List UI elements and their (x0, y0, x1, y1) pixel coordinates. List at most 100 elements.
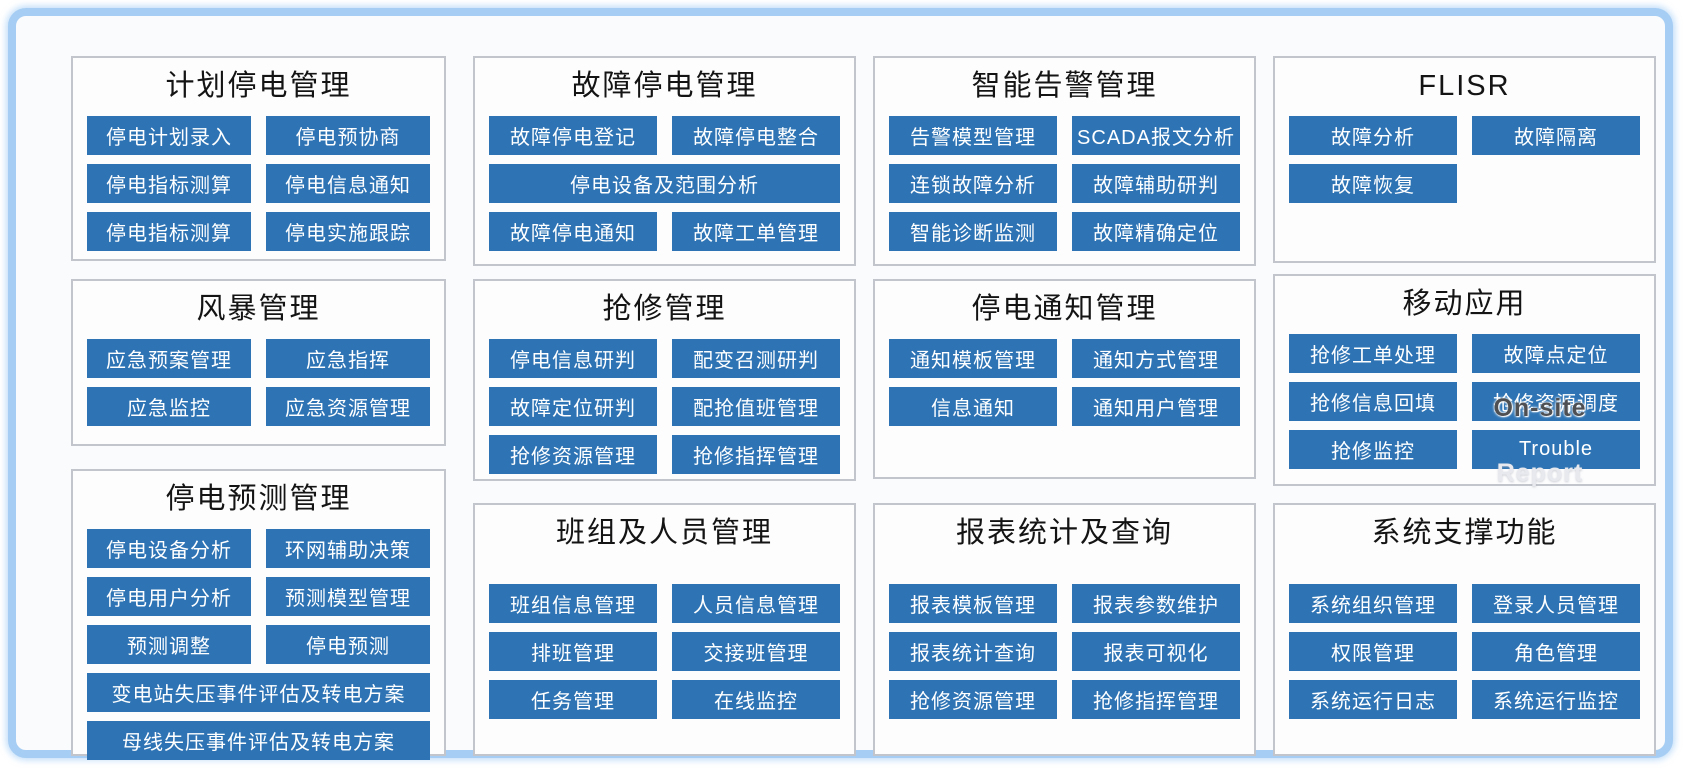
module-button-grid: 抢修工单处理故障点定位抢修信息回填抢修资源调度抢修监控 Trouble (1275, 334, 1654, 470)
panel-planned-outage-mgmt: 计划停电管理停电计划录入停电预协商停电指标测算停电信息通知停电指标测算停电实施跟… (71, 56, 446, 261)
module-button[interactable]: 故障定位研判 (489, 387, 657, 427)
module-button-grid: 系统组织管理登录人员管理权限管理角色管理系统运行日志系统运行监控 (1275, 584, 1654, 720)
panel-repair-mgmt: 抢修管理停电信息研判配变召测研判故障定位研判配抢值班管理抢修资源管理抢修指挥管理 (473, 279, 856, 481)
module-button-grid: 通知模板管理通知方式管理信息通知通知用户管理 (875, 339, 1254, 427)
module-button-grid: 停电信息研判配变召测研判故障定位研判配抢值班管理抢修资源管理抢修指挥管理 (475, 339, 854, 475)
panel-title-flisr: FLISR (1418, 70, 1511, 102)
panel-title-mobile-apps: 移动应用 (1402, 288, 1527, 320)
module-button[interactable]: 停电设备分析 (87, 529, 251, 569)
module-button[interactable]: 抢修指挥管理 (672, 435, 840, 475)
module-button-grid: 故障分析故障隔离故障恢复 (1275, 116, 1654, 204)
module-button[interactable]: 停电指标测算 (87, 212, 251, 252)
module-button[interactable]: 抢修资源调度 (1472, 382, 1640, 422)
module-button[interactable]: 通知用户管理 (1072, 387, 1240, 427)
module-button[interactable]: 故障停电通知 (489, 212, 657, 252)
panel-report-stats-query: 报表统计及查询报表模板管理报表参数维护报表统计查询报表可视化抢修资源管理抢修指挥… (873, 503, 1256, 756)
module-button[interactable]: 应急预案管理 (87, 339, 251, 379)
module-button-grid: 报表模板管理报表参数维护报表统计查询报表可视化抢修资源管理抢修指挥管理 (875, 584, 1254, 720)
module-button[interactable]: 报表可视化 (1072, 632, 1240, 672)
module-button[interactable]: 抢修信息回填 (1289, 382, 1457, 422)
module-button[interactable]: 停电实施跟踪 (266, 212, 430, 252)
module-button-grid: 故障停电登记故障停电整合停电设备及范围分析故障停电通知故障工单管理 (475, 116, 854, 252)
module-button[interactable]: 预测模型管理 (266, 577, 430, 617)
module-button[interactable]: 通知模板管理 (889, 339, 1057, 379)
panel-title-system-support-functions: 系统支撑功能 (1371, 517, 1558, 549)
module-button[interactable]: 排班管理 (489, 632, 657, 672)
panel-title-fault-outage-mgmt: 故障停电管理 (571, 70, 758, 102)
module-button[interactable]: 故障辅助研判 (1072, 164, 1240, 204)
module-button[interactable]: 报表模板管理 (889, 584, 1057, 624)
module-button[interactable]: 人员信息管理 (672, 584, 840, 624)
module-button[interactable]: 班组信息管理 (489, 584, 657, 624)
module-button[interactable]: 配变召测研判 (672, 339, 840, 379)
module-button[interactable]: 停电设备及范围分析 (489, 164, 840, 204)
module-button[interactable]: 系统运行监控 (1472, 680, 1640, 720)
module-button[interactable]: 抢修监控 (1289, 430, 1457, 470)
module-button[interactable]: 告警模型管理 (889, 116, 1057, 156)
module-button[interactable]: 故障工单管理 (672, 212, 840, 252)
panel-title-storm-mgmt: 风暴管理 (196, 293, 321, 325)
module-button[interactable]: 故障停电登记 (489, 116, 657, 156)
module-button[interactable]: 停电信息研判 (489, 339, 657, 379)
module-button[interactable]: 连锁故障分析 (889, 164, 1057, 204)
module-button[interactable]: 停电信息通知 (266, 164, 430, 204)
panel-system-support-functions: 系统支撑功能系统组织管理登录人员管理权限管理角色管理系统运行日志系统运行监控 (1273, 503, 1656, 756)
panel-mobile-apps: 移动应用抢修工单处理故障点定位抢修信息回填抢修资源调度抢修监控 Trouble (1273, 274, 1656, 486)
module-button[interactable]: 登录人员管理 (1472, 584, 1640, 624)
module-button[interactable]: 预测调整 (87, 625, 251, 665)
module-button-grid: 停电计划录入停电预协商停电指标测算停电信息通知停电指标测算停电实施跟踪 (73, 116, 444, 252)
module-button[interactable]: 环网辅助决策 (266, 529, 430, 569)
module-button[interactable]: 停电预测 (266, 625, 430, 665)
panel-outage-notification-mgmt: 停电通知管理通知模板管理通知方式管理信息通知通知用户管理 (873, 279, 1256, 479)
module-button[interactable]: 变电站失压事件评估及转电方案 (87, 673, 430, 713)
module-button[interactable]: 故障恢复 (1289, 164, 1457, 204)
module-button[interactable]: 角色管理 (1472, 632, 1640, 672)
panel-team-personnel-mgmt: 班组及人员管理班组信息管理人员信息管理排班管理交接班管理任务管理在线监控 (473, 503, 856, 756)
module-button[interactable]: Trouble (1472, 430, 1640, 470)
module-button[interactable]: 故障停电整合 (672, 116, 840, 156)
module-button[interactable]: 应急资源管理 (266, 387, 430, 427)
module-button[interactable]: 报表参数维护 (1072, 584, 1240, 624)
module-button[interactable]: 停电计划录入 (87, 116, 251, 156)
module-button[interactable]: 停电指标测算 (87, 164, 251, 204)
module-button[interactable]: 故障点定位 (1472, 334, 1640, 374)
module-button[interactable]: 应急指挥 (266, 339, 430, 379)
module-button[interactable]: 交接班管理 (672, 632, 840, 672)
module-button[interactable]: 母线失压事件评估及转电方案 (87, 721, 430, 761)
module-button-grid: 班组信息管理人员信息管理排班管理交接班管理任务管理在线监控 (475, 584, 854, 720)
panel-title-team-personnel-mgmt: 班组及人员管理 (555, 517, 773, 549)
panel-flisr: FLISR 故障分析故障隔离故障恢复 (1273, 56, 1656, 263)
module-button[interactable]: 抢修指挥管理 (1072, 680, 1240, 720)
module-button[interactable]: 故障精确定位 (1072, 212, 1240, 252)
module-button[interactable]: 通知方式管理 (1072, 339, 1240, 379)
module-button[interactable]: 权限管理 (1289, 632, 1457, 672)
module-button[interactable]: 系统运行日志 (1289, 680, 1457, 720)
panel-storm-mgmt: 风暴管理应急预案管理应急指挥应急监控应急资源管理 (71, 279, 446, 446)
panel-fault-outage-mgmt: 故障停电管理故障停电登记故障停电整合停电设备及范围分析故障停电通知故障工单管理 (473, 56, 856, 266)
module-button-grid: 告警模型管理 SCADA报文分析连锁故障分析故障辅助研判智能诊断监测故障精确定位 (875, 116, 1254, 252)
module-button[interactable]: 抢修资源管理 (889, 680, 1057, 720)
module-button[interactable]: 报表统计查询 (889, 632, 1057, 672)
module-button-grid: 应急预案管理应急指挥应急监控应急资源管理 (73, 339, 444, 427)
diagram-frame: 计划停电管理停电计划录入停电预协商停电指标测算停电信息通知停电指标测算停电实施跟… (8, 8, 1673, 761)
module-button[interactable]: 故障分析 (1289, 116, 1457, 156)
module-button[interactable]: 停电预协商 (266, 116, 430, 156)
panel-outage-forecast-mgmt: 停电预测管理停电设备分析环网辅助决策停电用户分析预测模型管理预测调整停电预测变电… (71, 469, 446, 761)
module-button[interactable]: 抢修资源管理 (489, 435, 657, 475)
module-button[interactable]: SCADA报文分析 (1072, 116, 1240, 156)
panel-title-report-stats-query: 报表统计及查询 (955, 517, 1173, 549)
module-button[interactable]: 抢修工单处理 (1289, 334, 1457, 374)
module-button[interactable]: 停电用户分析 (87, 577, 251, 617)
module-button[interactable]: 任务管理 (489, 680, 657, 720)
module-button[interactable]: 在线监控 (672, 680, 840, 720)
module-button-grid: 停电设备分析环网辅助决策停电用户分析预测模型管理预测调整停电预测变电站失压事件评… (73, 529, 444, 761)
module-button[interactable]: 智能诊断监测 (889, 212, 1057, 252)
module-button[interactable]: 系统组织管理 (1289, 584, 1457, 624)
module-button[interactable]: 配抢值班管理 (672, 387, 840, 427)
module-button[interactable]: 应急监控 (87, 387, 251, 427)
panel-title-outage-notification-mgmt: 停电通知管理 (971, 293, 1158, 325)
module-button[interactable]: 信息通知 (889, 387, 1057, 427)
panel-title-outage-forecast-mgmt: 停电预测管理 (165, 483, 352, 515)
module-button[interactable]: 故障隔离 (1472, 116, 1640, 156)
